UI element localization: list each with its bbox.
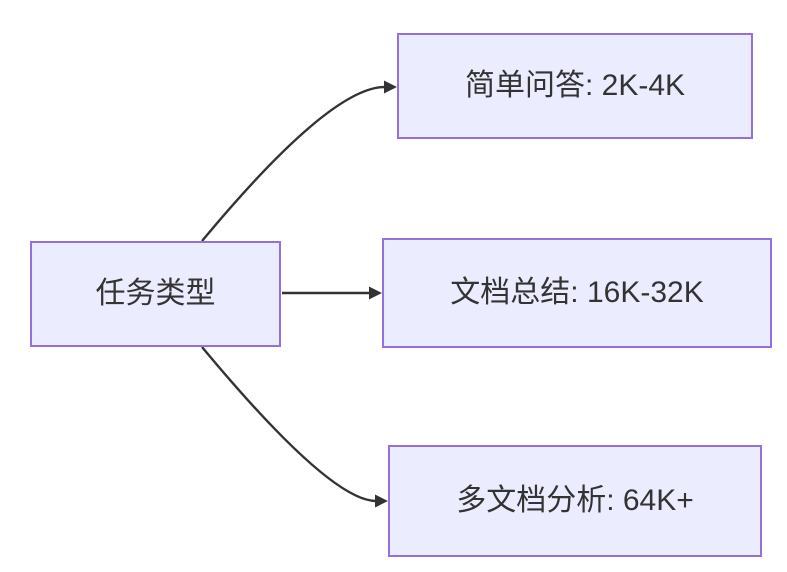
- node-doc-summary-label: 文档总结: 16K-32K: [450, 276, 704, 309]
- node-task-type: 任务类型: [30, 241, 281, 347]
- node-multi-doc-label: 多文档分析: 64K+: [456, 484, 694, 517]
- node-task-type-label: 任务类型: [95, 277, 216, 310]
- node-multi-doc: 多文档分析: 64K+: [388, 445, 762, 557]
- node-simple-qa: 简单问答: 2K-4K: [397, 33, 753, 139]
- node-simple-qa-label: 简单问答: 2K-4K: [464, 69, 686, 102]
- edge-task-to-simple-qa: [201, 80, 397, 242]
- edge-task-to-multi-doc: [201, 346, 388, 508]
- node-doc-summary: 文档总结: 16K-32K: [382, 238, 772, 348]
